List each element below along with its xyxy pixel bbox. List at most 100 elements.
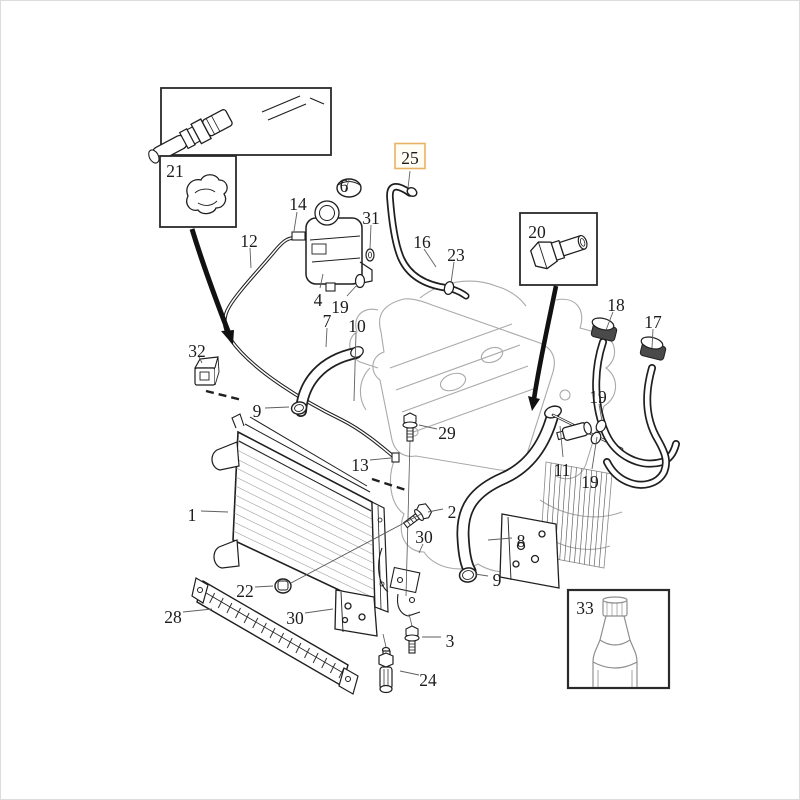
inset-box-sensor <box>148 87 332 164</box>
part-label-11: 11 <box>554 460 571 480</box>
part-label-33: 33 <box>576 598 594 618</box>
bracket-30-left <box>334 589 378 637</box>
arrow-from-box-21 <box>189 228 234 345</box>
coolant-bottle-part <box>592 596 638 687</box>
inset-box-21 <box>159 155 237 228</box>
label-leader-line <box>353 332 357 402</box>
highlight-box <box>394 142 426 170</box>
label-leader-line <box>605 311 614 331</box>
label-leader-line <box>399 670 420 676</box>
label-leader-line <box>369 224 372 250</box>
drain-plug-24 <box>378 633 394 694</box>
part-label-19: 19 <box>331 297 349 317</box>
part-label-12: 12 <box>240 231 258 251</box>
part-label-13: 13 <box>351 455 369 475</box>
label-leader-line <box>249 247 252 269</box>
label-leader-line <box>319 273 324 289</box>
hose-18-elbow-cap <box>590 317 618 342</box>
pipe-13-end-nib <box>391 452 400 463</box>
label-leader-line <box>198 356 203 364</box>
label-leader-line <box>474 573 489 577</box>
part-label-23: 23 <box>447 245 465 265</box>
label-leader-line <box>264 406 290 409</box>
air-guide-28 <box>191 577 359 695</box>
label-leader-line <box>559 425 564 458</box>
clamp-19-tank <box>354 273 366 289</box>
part-label-7: 7 <box>323 311 332 331</box>
hose-25-end-cap <box>406 187 418 197</box>
part-label-29: 29 <box>438 423 456 443</box>
radiator-fins <box>233 440 375 599</box>
label-leader-line <box>346 284 358 297</box>
bracket-30-right <box>499 513 560 589</box>
label-leader-line <box>369 457 392 461</box>
part-label-20: 20 <box>528 222 546 242</box>
part-label-6: 6 <box>340 176 349 196</box>
sensor-part <box>148 109 233 164</box>
label-leader-line <box>598 403 603 422</box>
part-label-31: 31 <box>362 208 380 228</box>
grommet-22 <box>274 578 292 594</box>
label-leader-line <box>487 537 513 541</box>
part-label-8: 8 <box>517 531 526 551</box>
label-leader-line <box>418 543 424 554</box>
label-leader-line <box>182 608 213 613</box>
radiator-corner-hardware <box>378 439 421 617</box>
label-leader-line <box>325 327 328 348</box>
clip-21-part <box>186 174 228 215</box>
label-leader-line <box>591 436 598 470</box>
label-leader-line <box>651 328 654 349</box>
hose-7 <box>290 346 364 417</box>
hose-17-elbow-cap <box>639 336 667 361</box>
label-leader-line <box>407 170 411 189</box>
label-leader-line <box>200 510 229 513</box>
part-label-3: 3 <box>446 631 455 651</box>
bolt-3 <box>404 613 420 654</box>
label-leader-line <box>450 261 455 284</box>
part-label-32: 32 <box>188 341 206 361</box>
part-label-9: 9 <box>253 401 262 421</box>
clamp-23 <box>443 280 455 296</box>
part-label-19: 19 <box>589 387 607 407</box>
part-label-14: 14 <box>289 194 307 214</box>
part-label-30: 30 <box>415 527 433 547</box>
label-leader-line <box>423 248 437 268</box>
part-label-19: 19 <box>581 472 599 492</box>
dashed-locators <box>205 389 407 492</box>
tank-nipple-14 <box>291 231 306 241</box>
part-label-1: 1 <box>188 505 197 525</box>
inset-box-20 <box>519 212 598 286</box>
part-label-16: 16 <box>413 232 431 252</box>
part-label-18: 18 <box>607 295 625 315</box>
label-leader-line <box>427 508 444 513</box>
part-label-22: 22 <box>236 581 254 601</box>
bolt-2-alignment-line <box>290 513 422 584</box>
part-label-25: 25 <box>401 148 419 168</box>
bolt-29 <box>402 412 418 442</box>
label-leader-line <box>344 179 350 193</box>
part-label-2: 2 <box>448 502 457 522</box>
radiator <box>211 413 389 613</box>
part-label-4: 4 <box>314 290 323 310</box>
label-leader-line <box>304 608 334 614</box>
hose-25-16 <box>386 183 470 300</box>
clamp-19-upper <box>595 419 607 433</box>
label-leader-line <box>254 585 274 588</box>
ring-9-top <box>290 401 308 415</box>
clamp-19-lower <box>590 431 602 445</box>
inset-box-33 <box>566 588 671 690</box>
arrow-from-box-20 <box>528 285 559 411</box>
fitting-11 <box>556 421 592 441</box>
hoses-17-18 <box>551 317 680 489</box>
part-label-9: 9 <box>493 570 502 590</box>
o-ring-31 <box>365 248 375 262</box>
part-label-28: 28 <box>164 607 182 627</box>
part-label-21: 21 <box>166 161 184 181</box>
part-label-10: 10 <box>348 316 366 336</box>
part-label-24: 24 <box>419 670 437 690</box>
tank-cap-6 <box>336 178 362 198</box>
clip-32 <box>193 356 220 386</box>
